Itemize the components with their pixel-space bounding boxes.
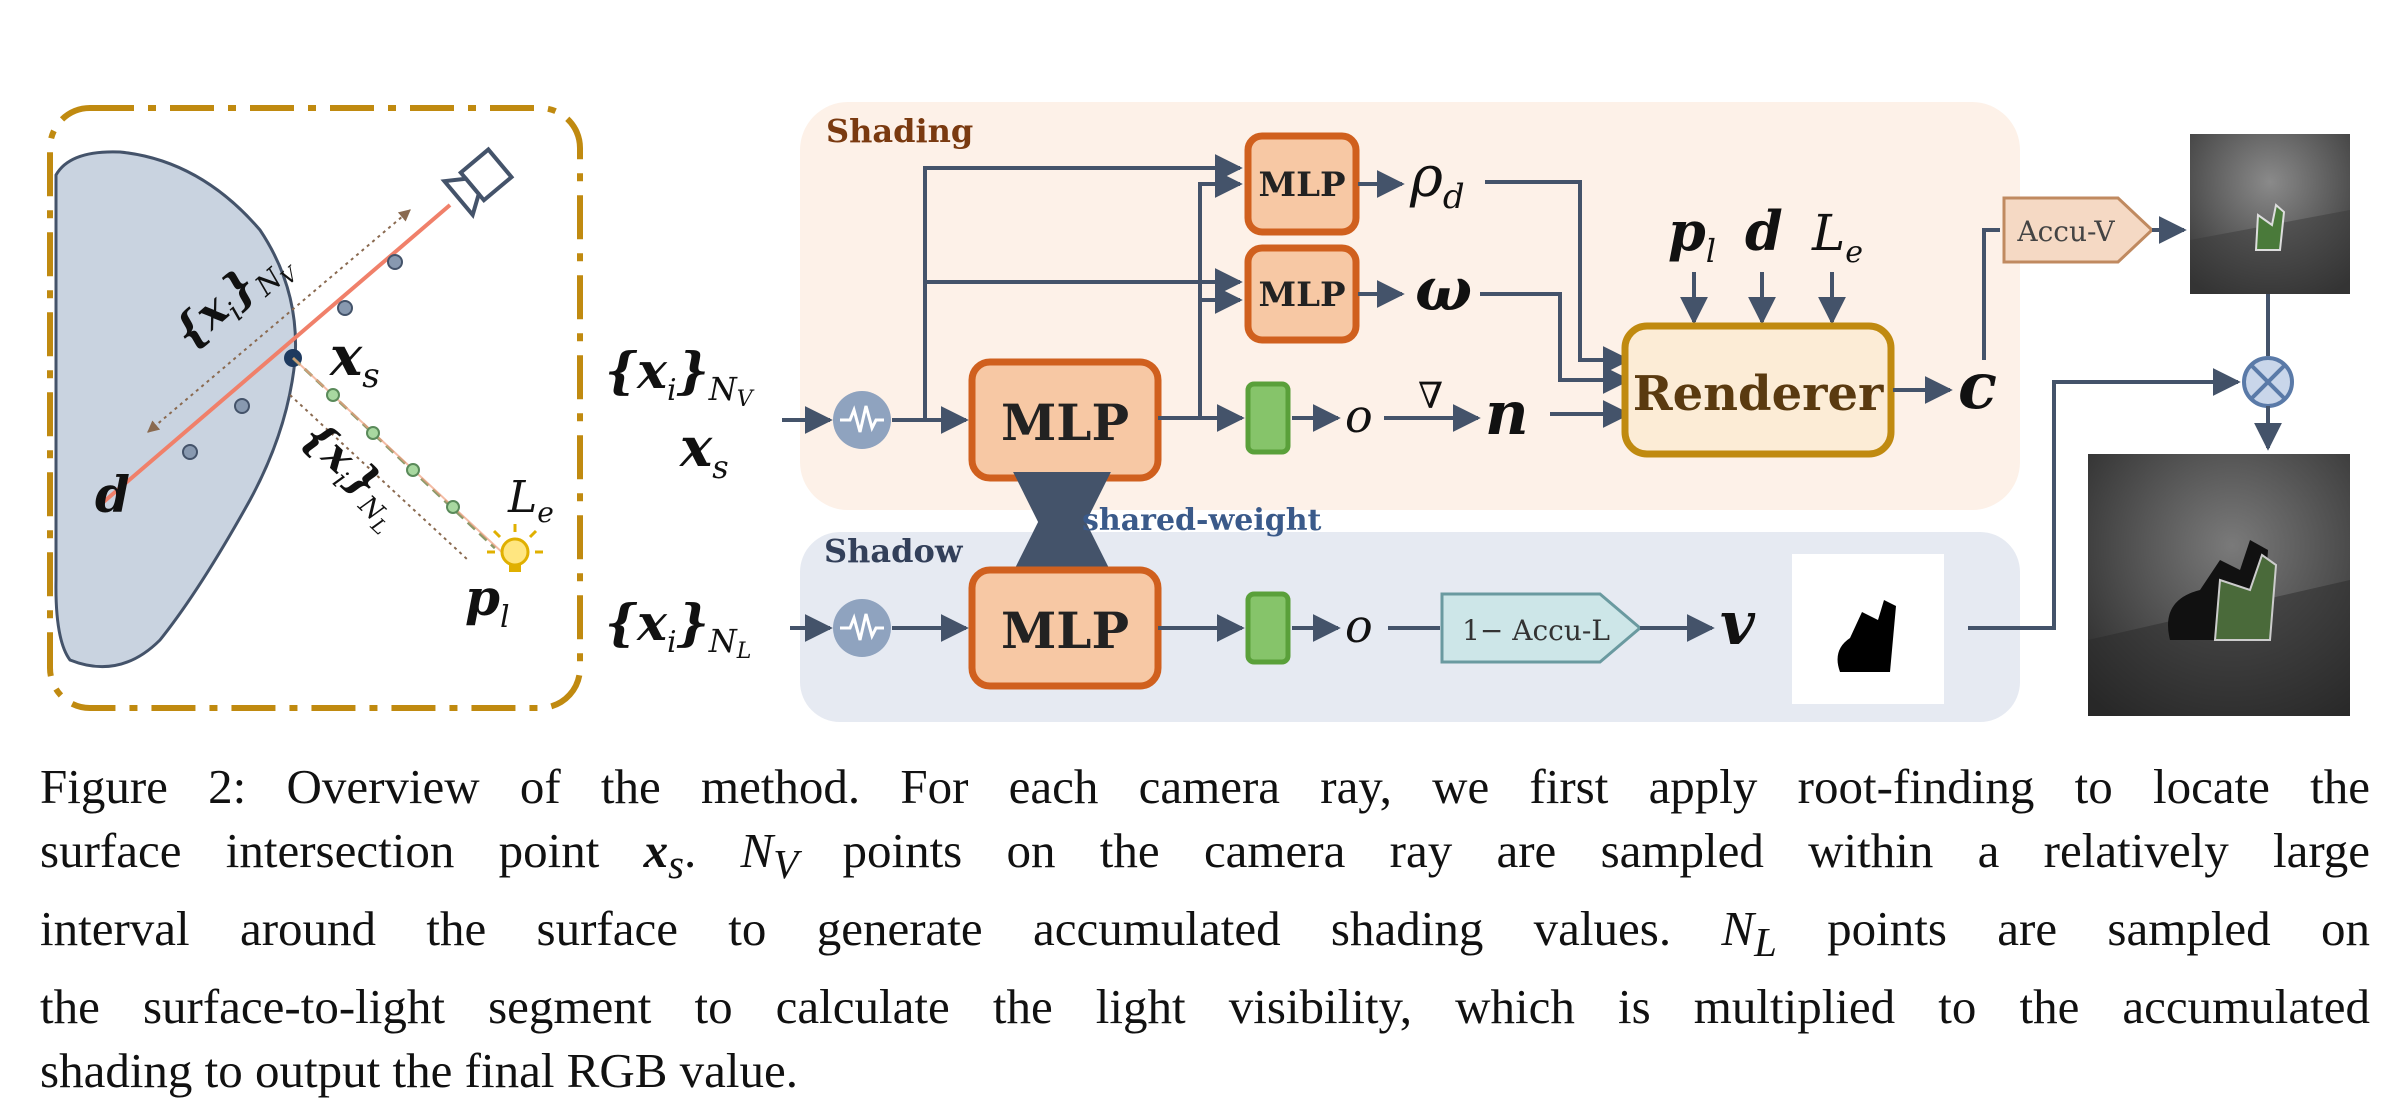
sample-point	[337, 300, 353, 316]
sample-point	[182, 444, 198, 460]
light-sample-point	[366, 426, 380, 440]
label-nabla: ∇	[1418, 376, 1443, 417]
shadow-title: Shadow	[824, 532, 964, 570]
camera-icon	[440, 146, 515, 219]
light-sample-point	[326, 388, 340, 402]
arrow-rho-renderer	[1485, 180, 1631, 374]
label-rho: ρd	[1409, 145, 1465, 217]
nv-extent	[147, 209, 411, 433]
renderer-label: Renderer	[1633, 366, 1884, 422]
shared-weight-label: shared-weight	[1082, 503, 1322, 538]
light-ray	[291, 356, 497, 550]
shading-input-xs: xs	[679, 415, 729, 486]
renderer-box	[1621, 322, 1895, 458]
label-le-left: Le	[507, 472, 554, 529]
label-pl-shading: pl	[1668, 199, 1716, 270]
arrow-visibility-multiply	[1968, 368, 2241, 630]
accu-v-box	[2002, 196, 2155, 264]
mlp-rho-label: MLP	[1258, 165, 1345, 205]
accu-l-box	[1440, 592, 1643, 664]
caption-line-2: surface intersection point xs. NV points…	[40, 823, 2371, 887]
mlp-shadow-label: MLP	[1001, 601, 1129, 660]
nl-extent	[289, 394, 469, 561]
label-pl-left: pl	[465, 568, 510, 635]
sdf-block-shading	[1245, 381, 1291, 455]
arrow-omega-renderer	[1480, 292, 1631, 394]
label-d: d	[95, 465, 130, 524]
positional-encoding-icon-shadow	[833, 599, 891, 657]
caption-line-3: interval around the surface to generate …	[40, 900, 2370, 965]
left-panel: d xs {xi}NV {xi}NL Le pl	[47, 105, 583, 711]
label-o-shading: o	[1345, 389, 1373, 443]
accu-v-label: Accu-V	[2016, 215, 2115, 248]
light-sample-point	[406, 463, 420, 477]
final-render-image	[2088, 454, 2350, 716]
shadow-input-xi: {xi}NL	[605, 593, 751, 664]
label-n: n	[1485, 379, 1529, 449]
label-v: v	[1720, 589, 1756, 659]
caption-line-5: shading to output the final RGB value.	[40, 1042, 799, 1098]
light-sample-point	[446, 500, 460, 514]
light-bulb-icon	[487, 524, 543, 572]
mlp-shading-label: MLP	[1001, 393, 1129, 452]
shading-input-xi: {xi}NV	[605, 341, 755, 412]
label-omega: ω	[1415, 255, 1472, 325]
mlp-omega-label: MLP	[1258, 275, 1345, 315]
arrow-to-mlp-top	[923, 154, 1243, 420]
mlp-omega-box	[1244, 244, 1360, 344]
accu-l-label: 1− Accu-L	[1462, 614, 1610, 647]
label-xs: xs	[329, 324, 380, 396]
arrow-c-accuv	[1982, 228, 2000, 360]
label-c: c	[1958, 349, 1997, 424]
sdf-block-shadow	[1245, 591, 1291, 665]
sample-point	[234, 398, 250, 414]
figure-caption: Figure 2: Overview of the method. For ea…	[40, 755, 2370, 1103]
caption-line-1: Figure 2: Overview of the method. For ea…	[40, 759, 2370, 814]
sample-point	[387, 254, 403, 270]
caption-line-4: the surface-to-light segment to calculat…	[40, 978, 2370, 1034]
positional-encoding-icon	[833, 391, 891, 449]
mlp-rho-box	[1244, 132, 1360, 236]
label-d-shading: d	[1745, 199, 1783, 263]
visibility-image	[1792, 554, 1944, 704]
left-panel-border	[47, 105, 583, 711]
label-xi-nl: {xi}NL	[286, 411, 417, 539]
label-le-shading: Le	[1811, 204, 1863, 270]
label-o-shadow: o	[1345, 599, 1373, 653]
shading-render-image	[2190, 134, 2350, 294]
multiply-icon	[2242, 356, 2294, 408]
shading-title: Shading	[826, 112, 973, 150]
